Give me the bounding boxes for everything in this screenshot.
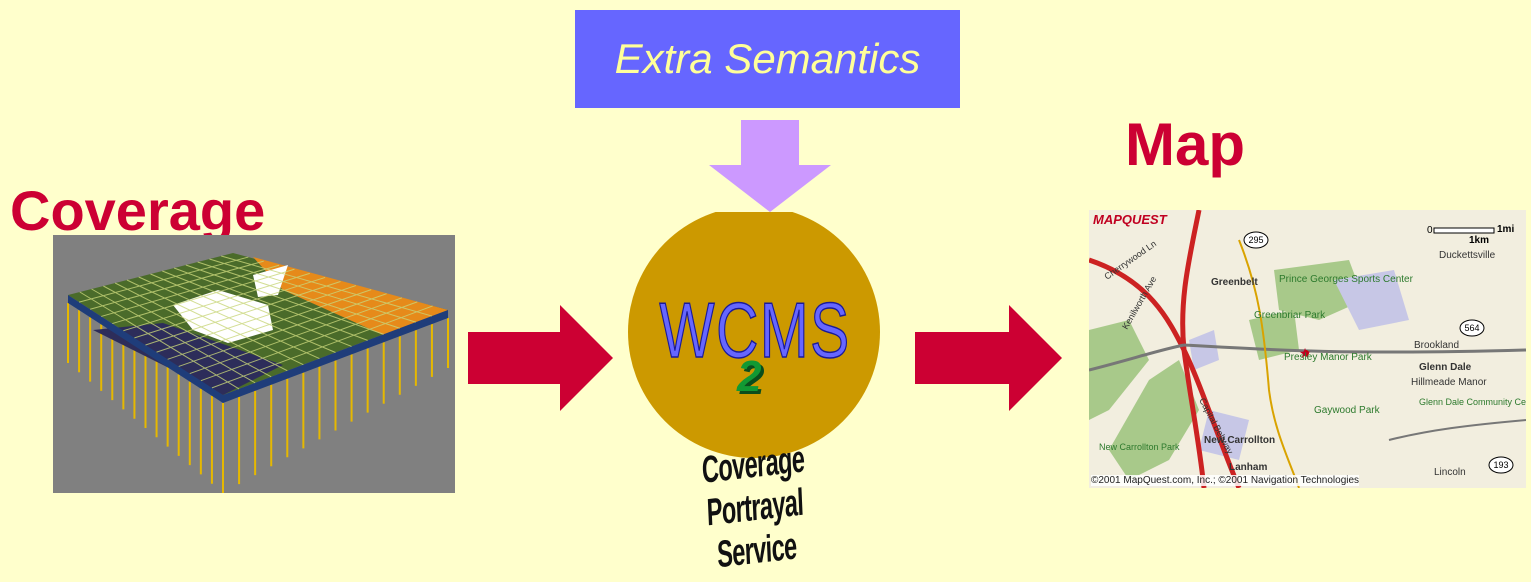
ms-text: MS [759,286,851,374]
map-label-greenbelt: Greenbelt [1211,277,1258,288]
coverage-portrayal-service: WCMS 2 Coverage Portrayal Service [625,212,885,576]
coverage-grid-graphic [67,253,449,493]
map-label-new-carrollton-park: New Carrollton Park [1099,442,1180,452]
wcms-label: WCMS [658,289,853,371]
map-label-brookland: Brookland [1414,340,1459,351]
svg-text:★: ★ [1299,345,1312,361]
scale-mile: 1mi [1497,224,1514,235]
map-scale-bar: 0 1mi 1km [1427,224,1514,246]
extra-semantics-label: Extra Semantics [614,35,921,82]
extra-semantics-box: Extra Semantics [575,10,960,108]
scale-zero: 0 [1427,225,1433,236]
map-label-lanham: Lanham [1229,462,1267,473]
route-shield-564 [1459,319,1485,337]
down-arrow [709,120,831,212]
map-label-glenn-dale: Glenn Dale [1419,362,1472,373]
route-shield-295 [1243,231,1269,249]
map-graphic: ★ Duckettsville Greenbelt Prince Georges… [1089,210,1526,488]
route-295-label: 295 [1248,235,1263,245]
route-564-label: 564 [1464,323,1479,333]
map-label-lincoln: Lincoln [1434,467,1466,478]
coverage-title: Coverage [10,179,266,242]
route-shield-193 [1488,456,1514,474]
right-arrow-coverage-to-service [468,305,613,411]
right-arrow-service-to-map [915,305,1062,411]
mapquest-logo: MAPQUEST [1093,212,1167,227]
map-label-greenbriar: Greenbriar Park [1254,310,1326,321]
map-label-duckettsville: Duckettsville [1439,250,1496,261]
coverage-image [53,235,455,493]
scale-km: 1km [1469,235,1489,246]
map-image: ★ Duckettsville Greenbelt Prince Georges… [1089,210,1526,488]
wc-text: WC [659,286,760,374]
map-label-presley: Presley Manor Park [1284,352,1373,363]
version-2-label: 2 [737,352,762,401]
map-title: Map [1125,111,1245,178]
map-label-hillmeade: Hillmeade Manor [1411,377,1487,388]
map-label-sports-center: Prince Georges Sports Center [1279,274,1414,285]
service-caption: Coverage Portrayal Service [701,438,806,577]
service-circle [628,212,880,458]
route-193-label: 193 [1493,460,1508,470]
map-label-community-center: Glenn Dale Community Center Park [1419,397,1526,407]
map-label-new-carrollton: New Carrollton [1204,435,1275,446]
map-label-gaywood: Gaywood Park [1314,405,1381,416]
map-copyright: ©2001 MapQuest.com, Inc.; ©2001 Navigati… [1091,475,1360,486]
